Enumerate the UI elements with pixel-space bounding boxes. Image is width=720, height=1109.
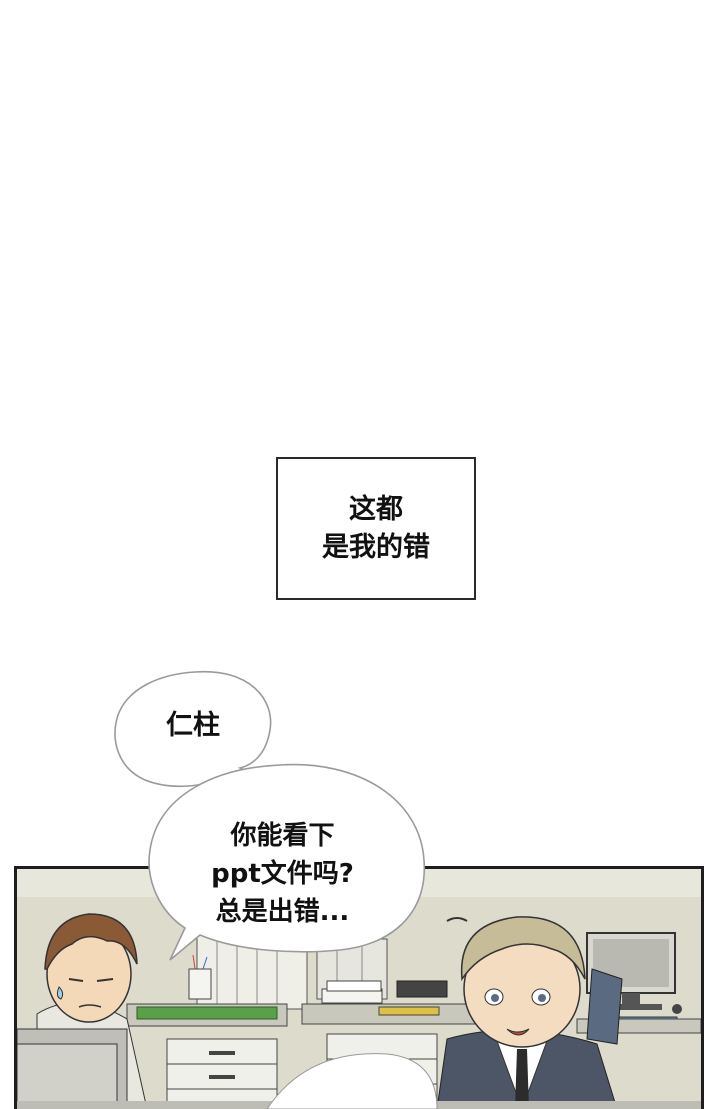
right-character (436, 916, 618, 1109)
speech-bubble-small (114, 670, 272, 788)
narration-line-1: 这都 (349, 493, 403, 525)
narration-line-2: 是我的错 (322, 531, 430, 563)
speech-bubble-large (148, 763, 425, 961)
speech-bubble-large-text: 你能看下 ppt文件吗? 总是出错... (150, 817, 415, 931)
speech-line-2: ppt文件吗? (211, 859, 354, 889)
speech-line-1: 你能看下 (230, 821, 335, 851)
narration-box: 这都 是我的错 (276, 457, 476, 600)
speech-bubble-small-text: 仁柱 (166, 710, 220, 741)
speech-line-3: 总是出错... (215, 897, 350, 927)
